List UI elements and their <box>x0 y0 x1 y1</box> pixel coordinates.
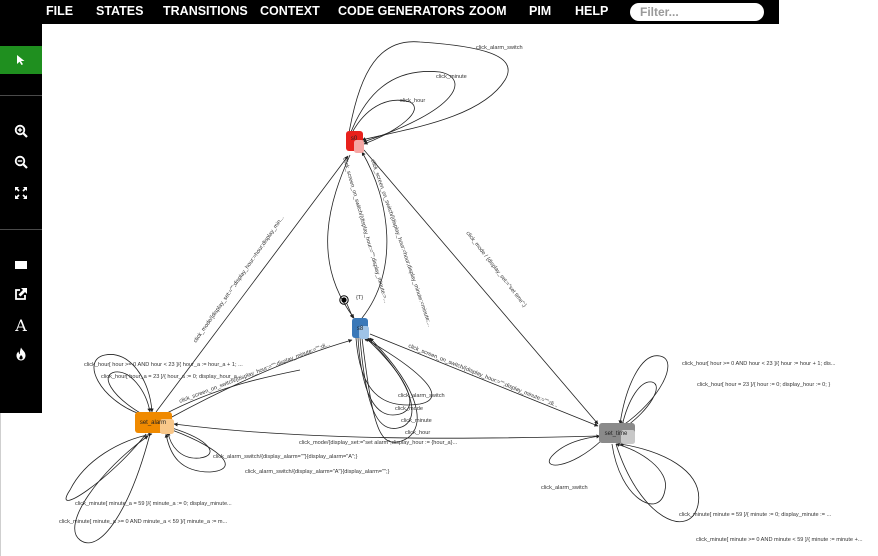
transition-s0-to-set-time[interactable] <box>363 149 599 425</box>
select-tool[interactable] <box>0 46 42 74</box>
transition-set-alarm-to-s8[interactable] <box>169 339 353 419</box>
edge-label: click_alarm_switch/{display_alarm="A"}{d… <box>245 469 390 475</box>
transition-set-alarm-self-switch-b[interactable] <box>164 429 226 473</box>
transition-set-time-self-hour-23[interactable] <box>620 381 657 429</box>
rectangle-icon <box>15 261 27 269</box>
zoom-in-icon <box>14 124 28 138</box>
toolbar-divider <box>0 229 42 230</box>
svg-text:A: A <box>14 317 27 333</box>
transition-s8-to-s0[interactable] <box>361 151 388 319</box>
toolbar-divider <box>0 95 42 96</box>
edge-label: click_alarm_switch <box>476 45 523 51</box>
transition-initial-to-s8 <box>346 303 354 319</box>
transition-set-alarm-to-s0[interactable] <box>155 155 349 413</box>
menu-help[interactable]: HELP <box>575 4 609 18</box>
transition-set-alarm-self-minute-range[interactable] <box>74 433 151 544</box>
state-diagram-canvas[interactable]: {T} s0 s8 set_alarm set_time click_alarm… <box>42 24 878 556</box>
menu-zoom[interactable]: ZOOM <box>469 4 507 18</box>
edge-label: click_hour[ hour >= 0 AND hour < 23 ]/{ … <box>84 362 243 368</box>
transition-set-alarm-self-hour-range[interactable] <box>93 354 154 415</box>
state-tool[interactable] <box>0 251 42 279</box>
edge-label: click_alarm_switch/{display_alarm=""}{di… <box>213 454 358 460</box>
zoom-out-tool[interactable] <box>0 148 42 176</box>
transition-set-time-self-minute-range[interactable] <box>615 442 700 522</box>
transition-s8-self-hour[interactable] <box>361 337 418 443</box>
edge-label: click_hour[ hour >= 0 AND hour < 23 ]/{ … <box>682 361 836 367</box>
zoom-in-tool[interactable] <box>0 117 42 145</box>
cursor-arrow-icon <box>17 55 25 65</box>
state-label-s0: s0 <box>351 136 358 142</box>
transition-tool[interactable] <box>0 280 42 308</box>
transition-set-alarm-to-s8-loop[interactable] <box>164 369 301 415</box>
state-node-set-time[interactable]: set_time <box>599 423 635 444</box>
state-label-s8: s8 <box>357 326 364 332</box>
transition-set-time-self-hour-range[interactable] <box>618 355 669 427</box>
menu-code-generators[interactable]: CODE GENERATORS <box>338 4 465 18</box>
edge-label: click_mode / {display_set:="set time";} <box>464 231 527 309</box>
initial-state-ring <box>339 295 349 305</box>
edge-label: click_hour[ hour = 23 ]/{ hour := 0; dis… <box>697 382 830 388</box>
state-node-s8[interactable]: s8 <box>352 318 369 339</box>
transition-set-time-self-alarm-switch[interactable] <box>549 434 603 466</box>
menu-pim[interactable]: PIM <box>529 4 552 18</box>
expand-arrows-icon <box>15 187 27 199</box>
edge-label: click_minute <box>401 418 432 424</box>
edge-label: click_minute <box>436 74 467 80</box>
transition-s0-self-minute[interactable] <box>350 71 456 143</box>
menu-context[interactable]: CONTEXT <box>260 4 320 18</box>
transition-s0-self-hour[interactable] <box>352 99 415 145</box>
edge-label: click_mode <box>395 406 423 412</box>
flame-icon <box>16 347 26 361</box>
initial-state-marker <box>341 297 347 303</box>
transition-set-alarm-self-hour-23[interactable] <box>107 371 152 415</box>
state-label-set-alarm: set_alarm <box>140 420 166 426</box>
left-toolbar: A <box>0 24 42 413</box>
external-link-icon <box>15 288 27 300</box>
initial-label: {T} <box>356 295 363 301</box>
edge-label: click_minute[ minute = 59 ]/{ minute := … <box>679 512 832 518</box>
edge-label: click_mode/{display_set:="set alarm";dis… <box>299 440 458 446</box>
menu-transitions[interactable]: TRANSITIONS <box>163 4 248 18</box>
edge-label: click_alarm_switch <box>541 485 588 491</box>
filter-input[interactable] <box>630 3 764 21</box>
menu-file[interactable]: FILE <box>46 4 74 18</box>
edge-label: click_minute[ minute_a = 59 ]/{ minute_a… <box>75 501 232 507</box>
edge-label: click_alarm_switch <box>398 393 445 399</box>
transition-s8-to-set-time[interactable] <box>369 333 599 427</box>
transition-set-time-to-set-alarm[interactable] <box>173 422 599 439</box>
edge-label: click_hour <box>405 430 430 436</box>
transition-set-alarm-self-minute-59[interactable] <box>65 432 153 501</box>
transition-s8-self-minute[interactable] <box>359 337 413 429</box>
state-label-set-time: set_time <box>605 431 628 437</box>
edge-label: click_screen_on_switch/{display_hour:=ho… <box>369 159 432 328</box>
state-node-set-alarm[interactable]: set_alarm <box>135 412 174 434</box>
font-a-icon: A <box>14 317 27 333</box>
canvas-left-border <box>0 413 1 556</box>
fit-screen-tool[interactable] <box>0 179 42 207</box>
transition-set-time-self-minute-59[interactable] <box>611 442 666 505</box>
text-tool[interactable]: A <box>0 311 42 339</box>
zoom-out-icon <box>14 155 28 169</box>
state-node-s0[interactable]: s0 <box>346 131 364 153</box>
transition-s0-self-alarm-switch[interactable] <box>348 41 509 142</box>
edge-label: click_mode/{display_set:="";display_hour… <box>193 215 286 344</box>
edge-label: click_hour <box>400 98 425 104</box>
menu-bar: FILE STATES TRANSITIONS CONTEXT CODE GEN… <box>0 0 779 24</box>
edge-label: click_minute[ minute >= 0 AND minute < 5… <box>696 537 863 543</box>
edge-label: click_hour[ hour_a = 23 ]/{ hour_a := 0;… <box>101 374 242 380</box>
transition-set-alarm-self-switch-a[interactable] <box>166 427 211 459</box>
edge-label: click_minute[ minute_a >= 0 AND minute_a… <box>59 519 228 525</box>
fire-tool[interactable] <box>0 340 42 368</box>
menu-states[interactable]: STATES <box>96 4 144 18</box>
